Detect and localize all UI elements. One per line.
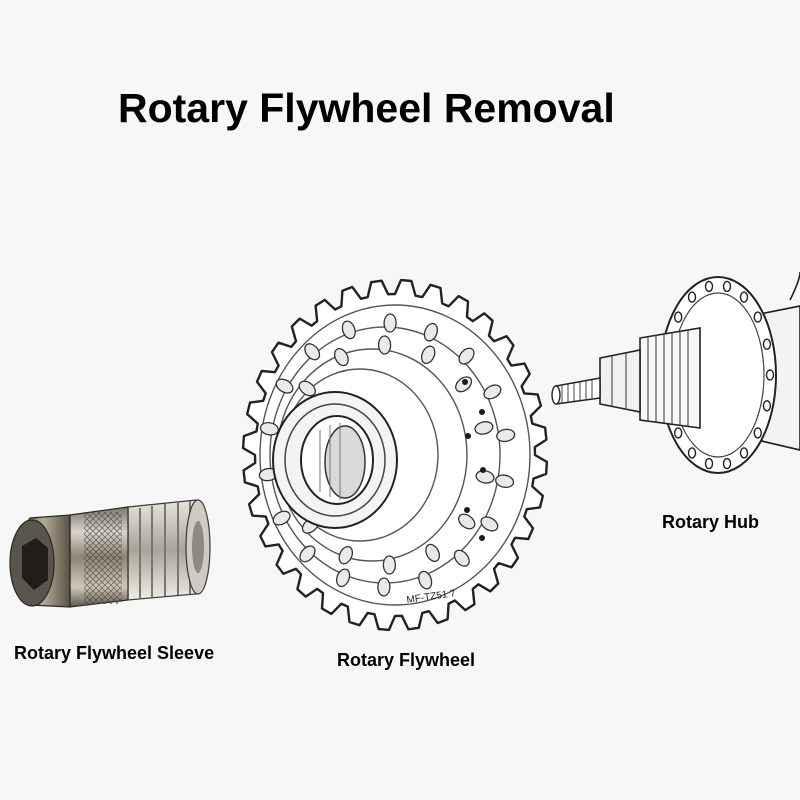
sleeve-tool-icon xyxy=(9,499,211,608)
gear-spoke-hole xyxy=(423,322,439,342)
hub-flange-hole xyxy=(762,400,772,412)
hub-flange-hole xyxy=(722,457,732,470)
hub-icon xyxy=(551,271,800,474)
hub-flange-hole xyxy=(704,457,714,470)
gear-spoke-hole xyxy=(495,474,515,488)
gear-spoke-hole xyxy=(382,555,397,575)
gear-spoke-hole xyxy=(496,428,516,443)
gear-spoke-hole xyxy=(383,313,397,333)
hub-label: Rotary Hub xyxy=(662,512,760,532)
gear-spoke-hole xyxy=(299,545,316,563)
gear-spoke-hole xyxy=(341,320,356,340)
hub-flange-hole xyxy=(687,291,697,303)
flywheel-cassette-icon: MF-TZ51 7 xyxy=(241,278,549,632)
hub-flange-hole xyxy=(765,369,775,381)
gear-spoke-hole xyxy=(458,347,475,365)
gear-spoke-hole xyxy=(272,510,291,526)
flywheel-label: Rotary Flywheel xyxy=(337,650,476,670)
gear-spoke-hole xyxy=(480,516,499,532)
hub-flange-hole xyxy=(704,280,714,293)
gear-spoke-hole xyxy=(377,577,391,597)
hub-flange-hole xyxy=(753,311,762,323)
hub-flange-hole xyxy=(762,338,772,350)
gear-spoke-hole xyxy=(338,545,354,565)
hub-flange-hole xyxy=(687,447,697,459)
gear-spoke-hole xyxy=(304,343,321,361)
page-title: Rotary Flywheel Removal xyxy=(118,85,615,131)
hub-flange-hole xyxy=(739,447,749,459)
hub-flange-hole xyxy=(722,280,732,293)
gear-spoke-hole xyxy=(298,380,316,397)
gear-spoke-hole xyxy=(453,549,470,567)
hub-flange-hole xyxy=(674,311,683,323)
hub-flange-hole xyxy=(739,291,749,303)
gear-spoke-hole xyxy=(458,513,476,530)
hub-flange-hole xyxy=(753,427,762,439)
gear-spoke-hole xyxy=(483,384,502,400)
gear-spoke-hole xyxy=(418,570,433,590)
gear-spoke-hole xyxy=(475,470,495,484)
gear-spoke-hole xyxy=(420,345,436,365)
gear-spoke-hole xyxy=(275,378,294,394)
gear-spoke-hole xyxy=(377,335,392,355)
gear-spoke-hole xyxy=(335,568,351,588)
gear-spoke-hole xyxy=(425,543,440,563)
hub-flange-hole xyxy=(674,427,683,439)
gear-spoke-hole xyxy=(334,347,349,367)
sleeve-label: Rotary Flywheel Sleeve xyxy=(14,643,215,663)
gear-spoke-hole xyxy=(474,421,494,435)
